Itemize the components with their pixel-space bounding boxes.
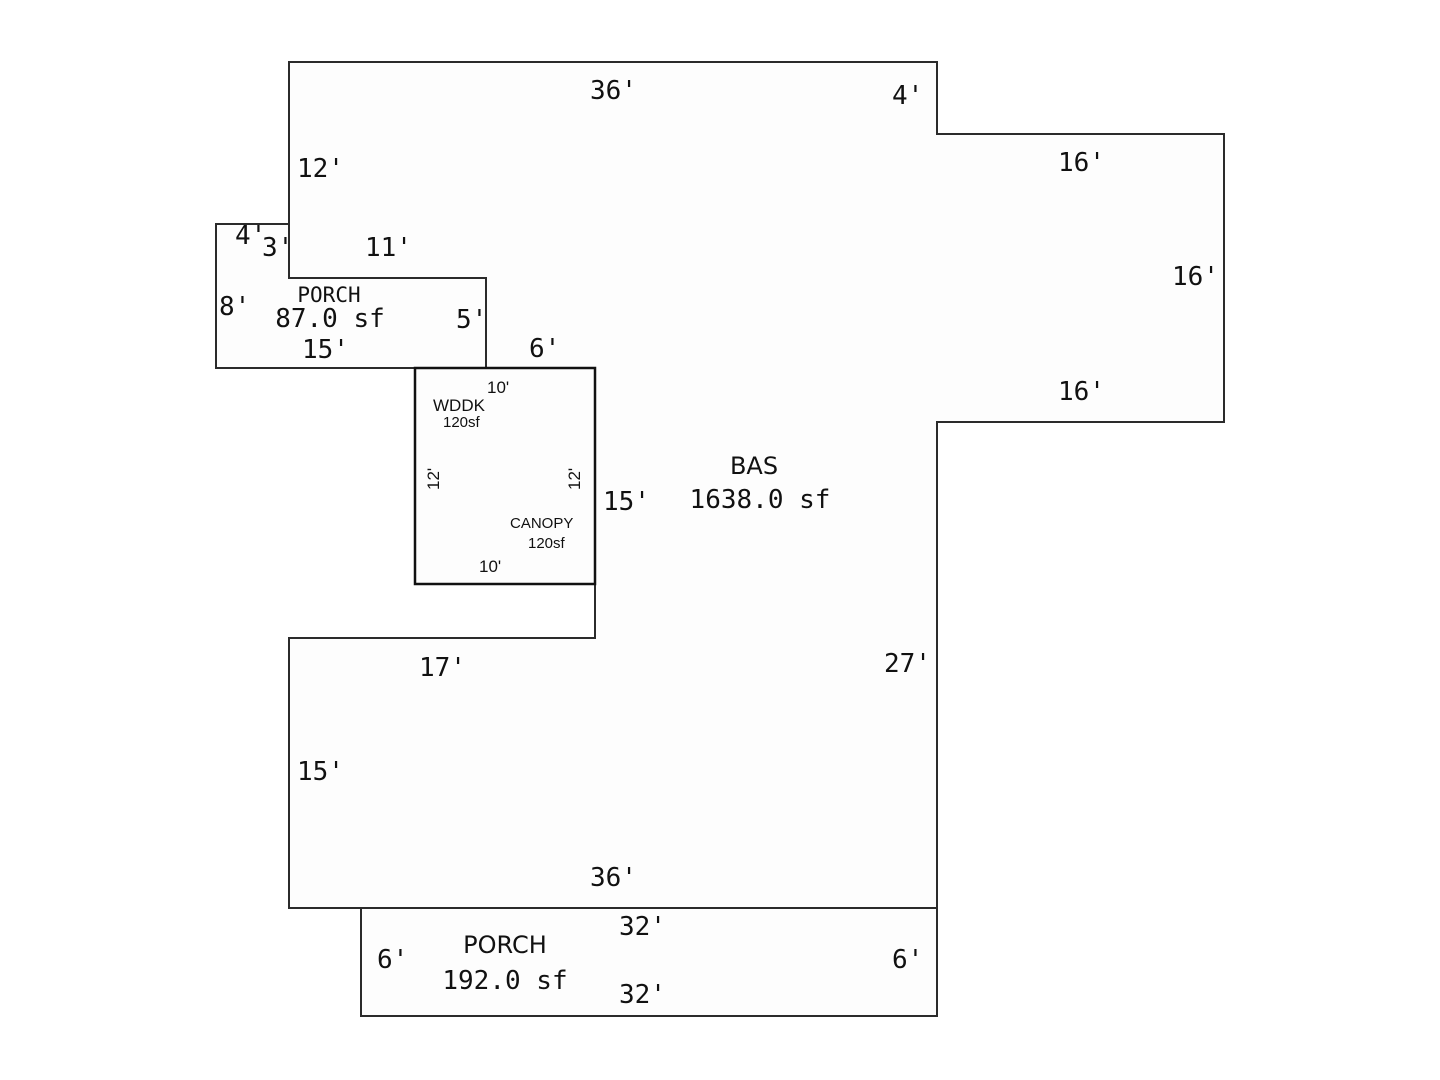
upper-porch-area: 87.0 sf bbox=[275, 304, 385, 334]
bas-dim-porch-join: 11' bbox=[365, 233, 412, 263]
lower-porch-label: PORCH bbox=[463, 931, 547, 959]
bas-dim-left-lower: 15' bbox=[297, 757, 344, 787]
bas-dim-left-upper: 12' bbox=[297, 154, 344, 184]
lower-porch-dim-right: 6' bbox=[892, 945, 923, 975]
upper-porch-dim-left: 8' bbox=[219, 292, 250, 322]
wddk-dim-bottom: 10' bbox=[479, 557, 501, 576]
wddk-dim-right: 12' bbox=[565, 468, 584, 490]
upper-porch-dim-bottom: 15' bbox=[302, 335, 349, 365]
bas-dim-notch-right: 15' bbox=[603, 487, 650, 517]
bas-outline bbox=[288, 61, 1225, 909]
bas-dim-wing-bottom: 16' bbox=[1058, 377, 1105, 407]
wddk-dim-top: 10' bbox=[487, 378, 509, 397]
canopy-label: CANOPY bbox=[510, 515, 573, 532]
wddk-area: 120sf bbox=[443, 414, 481, 431]
upper-porch-dim-step: 3' bbox=[262, 233, 293, 263]
bas-dim-wing-top: 16' bbox=[1058, 148, 1105, 178]
wddk-outline bbox=[413, 366, 597, 586]
upper-porch-dim-right: 5' bbox=[456, 305, 487, 335]
upper-porch-dim-top: 4' bbox=[235, 221, 266, 251]
bas-dim-top-right-step: 4' bbox=[892, 81, 923, 111]
canopy-area: 120sf bbox=[528, 535, 566, 552]
bas-dim-notch-bottom: 17' bbox=[419, 653, 466, 683]
bas-dim-wing-right: 16' bbox=[1172, 262, 1219, 292]
wddk-label: WDDK bbox=[433, 396, 486, 415]
bas-label: BAS bbox=[730, 452, 778, 480]
bas-dim-notch-top: 6' bbox=[529, 334, 560, 364]
upper-porch-label: PORCH bbox=[297, 283, 360, 307]
bas-area: 1638.0 sf bbox=[690, 485, 831, 515]
lower-porch-dim-bottom: 32' bbox=[619, 980, 666, 1010]
lower-porch-outline bbox=[360, 907, 938, 1017]
lower-porch-area: 192.0 sf bbox=[442, 966, 567, 996]
wddk-dim-left: 12' bbox=[424, 468, 443, 490]
lower-porch-dim-top: 32' bbox=[619, 912, 666, 942]
lower-porch-dim-left: 6' bbox=[377, 945, 408, 975]
bas-dim-top: 36' bbox=[590, 76, 637, 106]
bas-dim-right: 27' bbox=[884, 649, 931, 679]
bas-dim-bottom: 36' bbox=[590, 863, 637, 893]
